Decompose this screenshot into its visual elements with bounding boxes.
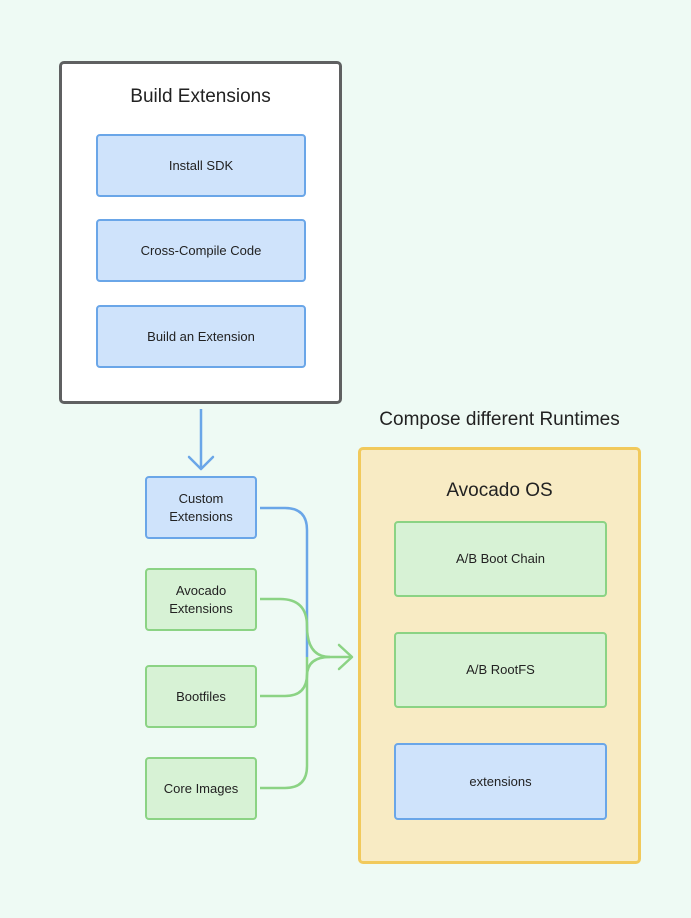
ab-boot-chain-label: A/B Boot Chain	[456, 551, 545, 566]
extensions-label: extensions	[469, 773, 532, 789]
core-images-connector	[260, 655, 331, 790]
core-images-box: Core Images	[145, 757, 257, 820]
bootfiles-label: Bootfiles	[176, 688, 226, 704]
build-to-custom-arrowhead	[187, 455, 215, 471]
install-sdk-label: Install SDK	[168, 157, 234, 173]
cross-compile-step: Cross-Compile Code	[96, 219, 306, 282]
cross-compile-label: Cross-Compile Code	[140, 242, 262, 258]
build-extension-label: Build an Extension	[147, 328, 255, 344]
ab-rootfs-label: A/B RootFS	[466, 662, 535, 677]
bootfiles-box: Bootfiles	[145, 665, 257, 728]
avocado-connector	[260, 597, 351, 659]
custom-connector	[260, 506, 309, 657]
avocado-extensions-box: Avocado Extensions	[145, 568, 257, 631]
custom-extensions-line1: Custom	[178, 490, 224, 506]
install-sdk-step: Install SDK	[96, 134, 306, 197]
ab-boot-chain-box: A/B Boot Chain	[394, 521, 607, 597]
avocado-os-title: Avocado OS	[446, 480, 553, 501]
extensions-box: extensions	[394, 743, 607, 820]
runtimes-heading: Compose different Runtimes	[379, 409, 620, 430]
runtime-arrowhead	[337, 643, 354, 671]
avocado-extensions-line2: Extensions	[169, 600, 233, 616]
bootfiles-connector	[260, 657, 309, 698]
custom-extensions-box: Custom Extensions	[145, 476, 257, 539]
build-extension-step: Build an Extension	[96, 305, 306, 368]
avocado-extensions-line1: Avocado	[175, 582, 227, 598]
core-images-label: Core Images	[163, 780, 239, 796]
build-extensions-title: Build Extensions	[130, 86, 271, 107]
ab-rootfs-box: A/B RootFS	[394, 632, 607, 708]
custom-extensions-line2: Extensions	[169, 508, 233, 524]
